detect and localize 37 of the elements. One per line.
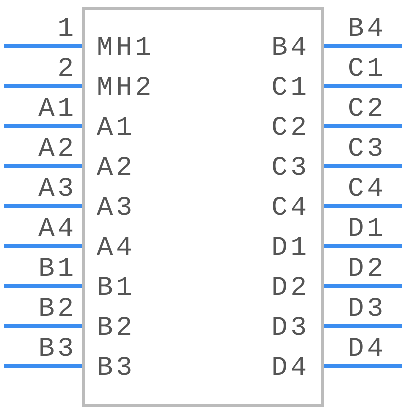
pin-name: A4: [97, 234, 136, 264]
pin-number: D3: [348, 295, 386, 325]
component-body: [82, 7, 324, 407]
pin-name: D1: [272, 234, 310, 264]
pin-number: C3: [348, 135, 386, 165]
pin-name: MH1: [97, 34, 155, 64]
pin-number: 1: [58, 15, 77, 45]
pin-name: C3: [272, 154, 310, 184]
pin-name: B4: [272, 34, 310, 64]
pin-name: D3: [272, 314, 310, 344]
pin-number: C2: [348, 95, 386, 125]
pin-name: C1: [272, 74, 310, 104]
pin-name: B3: [97, 354, 136, 384]
pin-name: B2: [97, 314, 136, 344]
pin-number: A2: [38, 135, 77, 165]
pin-number: D2: [348, 255, 386, 285]
pin-name: D4: [272, 354, 310, 384]
pin-number: 2: [58, 55, 77, 85]
pin-name: C4: [272, 194, 310, 224]
pin-number: A4: [38, 215, 77, 245]
pin-number: A3: [38, 175, 77, 205]
pin-name: C2: [272, 114, 310, 144]
pin-number: C1: [348, 55, 386, 85]
pin-number: B1: [38, 255, 77, 285]
pin-number: C4: [348, 175, 386, 205]
pin-number: D1: [348, 215, 386, 245]
pin-name: A3: [97, 194, 136, 224]
pin-name: B1: [97, 274, 136, 304]
pin-number: B4: [348, 15, 386, 45]
pin-number: A1: [38, 95, 77, 125]
pin-name: A2: [97, 154, 136, 184]
pin-name: A1: [97, 114, 136, 144]
pin-number: D4: [348, 335, 386, 365]
pin-name: MH2: [97, 74, 155, 104]
pin-number: B3: [38, 335, 77, 365]
pin-name: D2: [272, 274, 310, 304]
pin-number: B2: [38, 295, 77, 325]
